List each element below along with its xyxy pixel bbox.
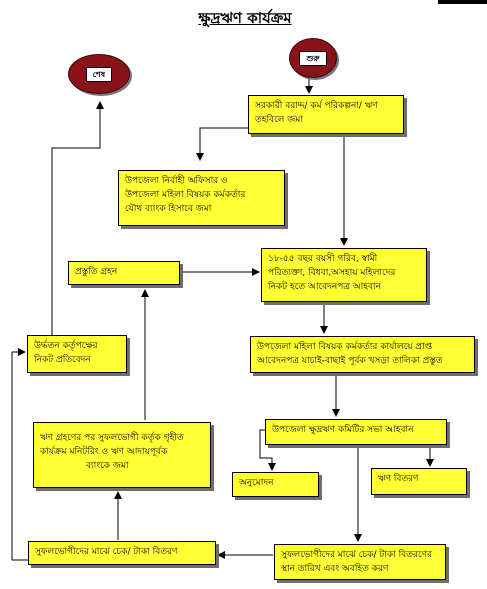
approval-box: অনুমোদন — [232, 472, 319, 497]
monitoring-box: ঋণ গ্রহণের পর সুফলভোগী কর্তৃক গৃহীত কার্… — [33, 422, 211, 488]
report-box: উর্দ্ধতন কর্তৃপক্ষের নিকট প্রতিবেদন — [27, 335, 127, 373]
start-terminal: শুরু — [289, 38, 337, 78]
draft-list-line-1: উপজেলা মহিলা বিষয়ক কর্মকর্তার কার্যালয়… — [257, 342, 433, 352]
draft-list-box: উপজেলা মহিলা বিষয়ক কর্মকর্তার কার্যালয়… — [250, 336, 475, 373]
end-terminal: শেষ — [68, 54, 130, 94]
draft-list-line-2: আবেদনপত্র যাচাই-বাছাই পূর্বক খসড়া তালিক… — [257, 356, 443, 366]
end-label: শেষ — [85, 66, 113, 82]
arrow-allocation-to-joint-account — [196, 127, 248, 161]
committee-line-1: উপজেলা ক্ষুদ্রঋণ কমিটির সভা আহবান — [272, 425, 414, 435]
cheque-distribution-box: সুফলভোগীদের মাঝে চেক/ টাকা বিতরণ — [28, 541, 216, 565]
chart-title: ক্ষুদ্রঋণ কার্যক্রম — [198, 9, 292, 27]
arrow-cheque-to-report — [11, 348, 28, 561]
venue-date-line-1: সুফলভোগীদের মাঝে চেক/ টাকা বিতরণের — [281, 550, 432, 560]
venue-date-line-2: স্থান তারিখ এবং অবহিত করণ — [281, 564, 389, 574]
approval-line-1: অনুমোদন — [239, 478, 274, 488]
report-line-1: উর্দ্ধতন কর্তৃপক্ষের — [34, 341, 98, 351]
start-label: শুরু — [299, 50, 327, 66]
monitoring-line-2: কার্যক্রম মনিটরিং ও ঋণ আদায়পূর্বক — [40, 447, 168, 457]
joint-account-line-1: উপজেলা নির্বাহী অফিসার ও — [125, 176, 228, 186]
monitoring-line-3: ব্যাংকে জমা — [86, 461, 129, 471]
applications-box: ১৮-৫৫ বছর বয়সী গরিব, স্বামী পরিত্যক্তা,… — [261, 248, 427, 302]
joint-account-box: উপজেলা নির্বাহী অফিসার ও উপজেলা মহিলা বি… — [118, 170, 285, 226]
arrow-report-to-end — [51, 101, 104, 335]
loan-distribution-line-1: ঋণ বিতরণ — [378, 474, 419, 484]
monitoring-line-1: ঋণ গ্রহণের পর সুফলভোগী কর্তৃক গৃহীত — [40, 433, 184, 443]
joint-account-line-2: উপজেলা মহিলা বিষয়ক কর্মকর্তার — [125, 190, 246, 200]
allocation-box: সরকারী বরাদ্দ/ কর্ম পরিকল্পনা/ ঋণ তহবিলে… — [248, 95, 404, 134]
venue-date-box: সুফলভোগীদের মাঝে চেক/ টাকা বিতরণের স্থান… — [274, 544, 446, 580]
applications-line-1: ১৮-৫৫ বছর বয়সী গরিব, স্বামী — [268, 254, 378, 264]
joint-account-line-3: যৌথ ব্যাংক হিসাবে জমা — [125, 204, 212, 214]
allocation-line-2: তহবিলে জমা — [255, 115, 303, 125]
arrow-committee-to-approval — [259, 429, 276, 471]
loan-distribution-box: ঋণ বিতরণ — [371, 468, 467, 495]
corner-mark — [438, 0, 487, 4]
preparation-box: প্রস্তুতি গ্রহন — [68, 261, 180, 285]
applications-line-2: পরিত্যক্তা, বিধবা,অসহায় মহিলাদের — [268, 268, 396, 278]
allocation-line-1: সরকারী বরাদ্দ/ কর্ম পরিকল্পনা/ ঋণ — [255, 101, 378, 111]
cheque-distribution-line-1: সুফলভোগীদের মাঝে চেক/ টাকা বিতরণ — [35, 547, 178, 557]
report-line-2: নিকট প্রতিবেদন — [34, 355, 91, 365]
applications-line-3: নিকট হতে আবেদনপত্র আহবান — [268, 282, 381, 292]
preparation-line-1: প্রস্তুতি গ্রহন — [75, 267, 118, 277]
committee-box: উপজেলা ক্ষুদ্রঋণ কমিটির সভা আহবান — [265, 419, 447, 445]
